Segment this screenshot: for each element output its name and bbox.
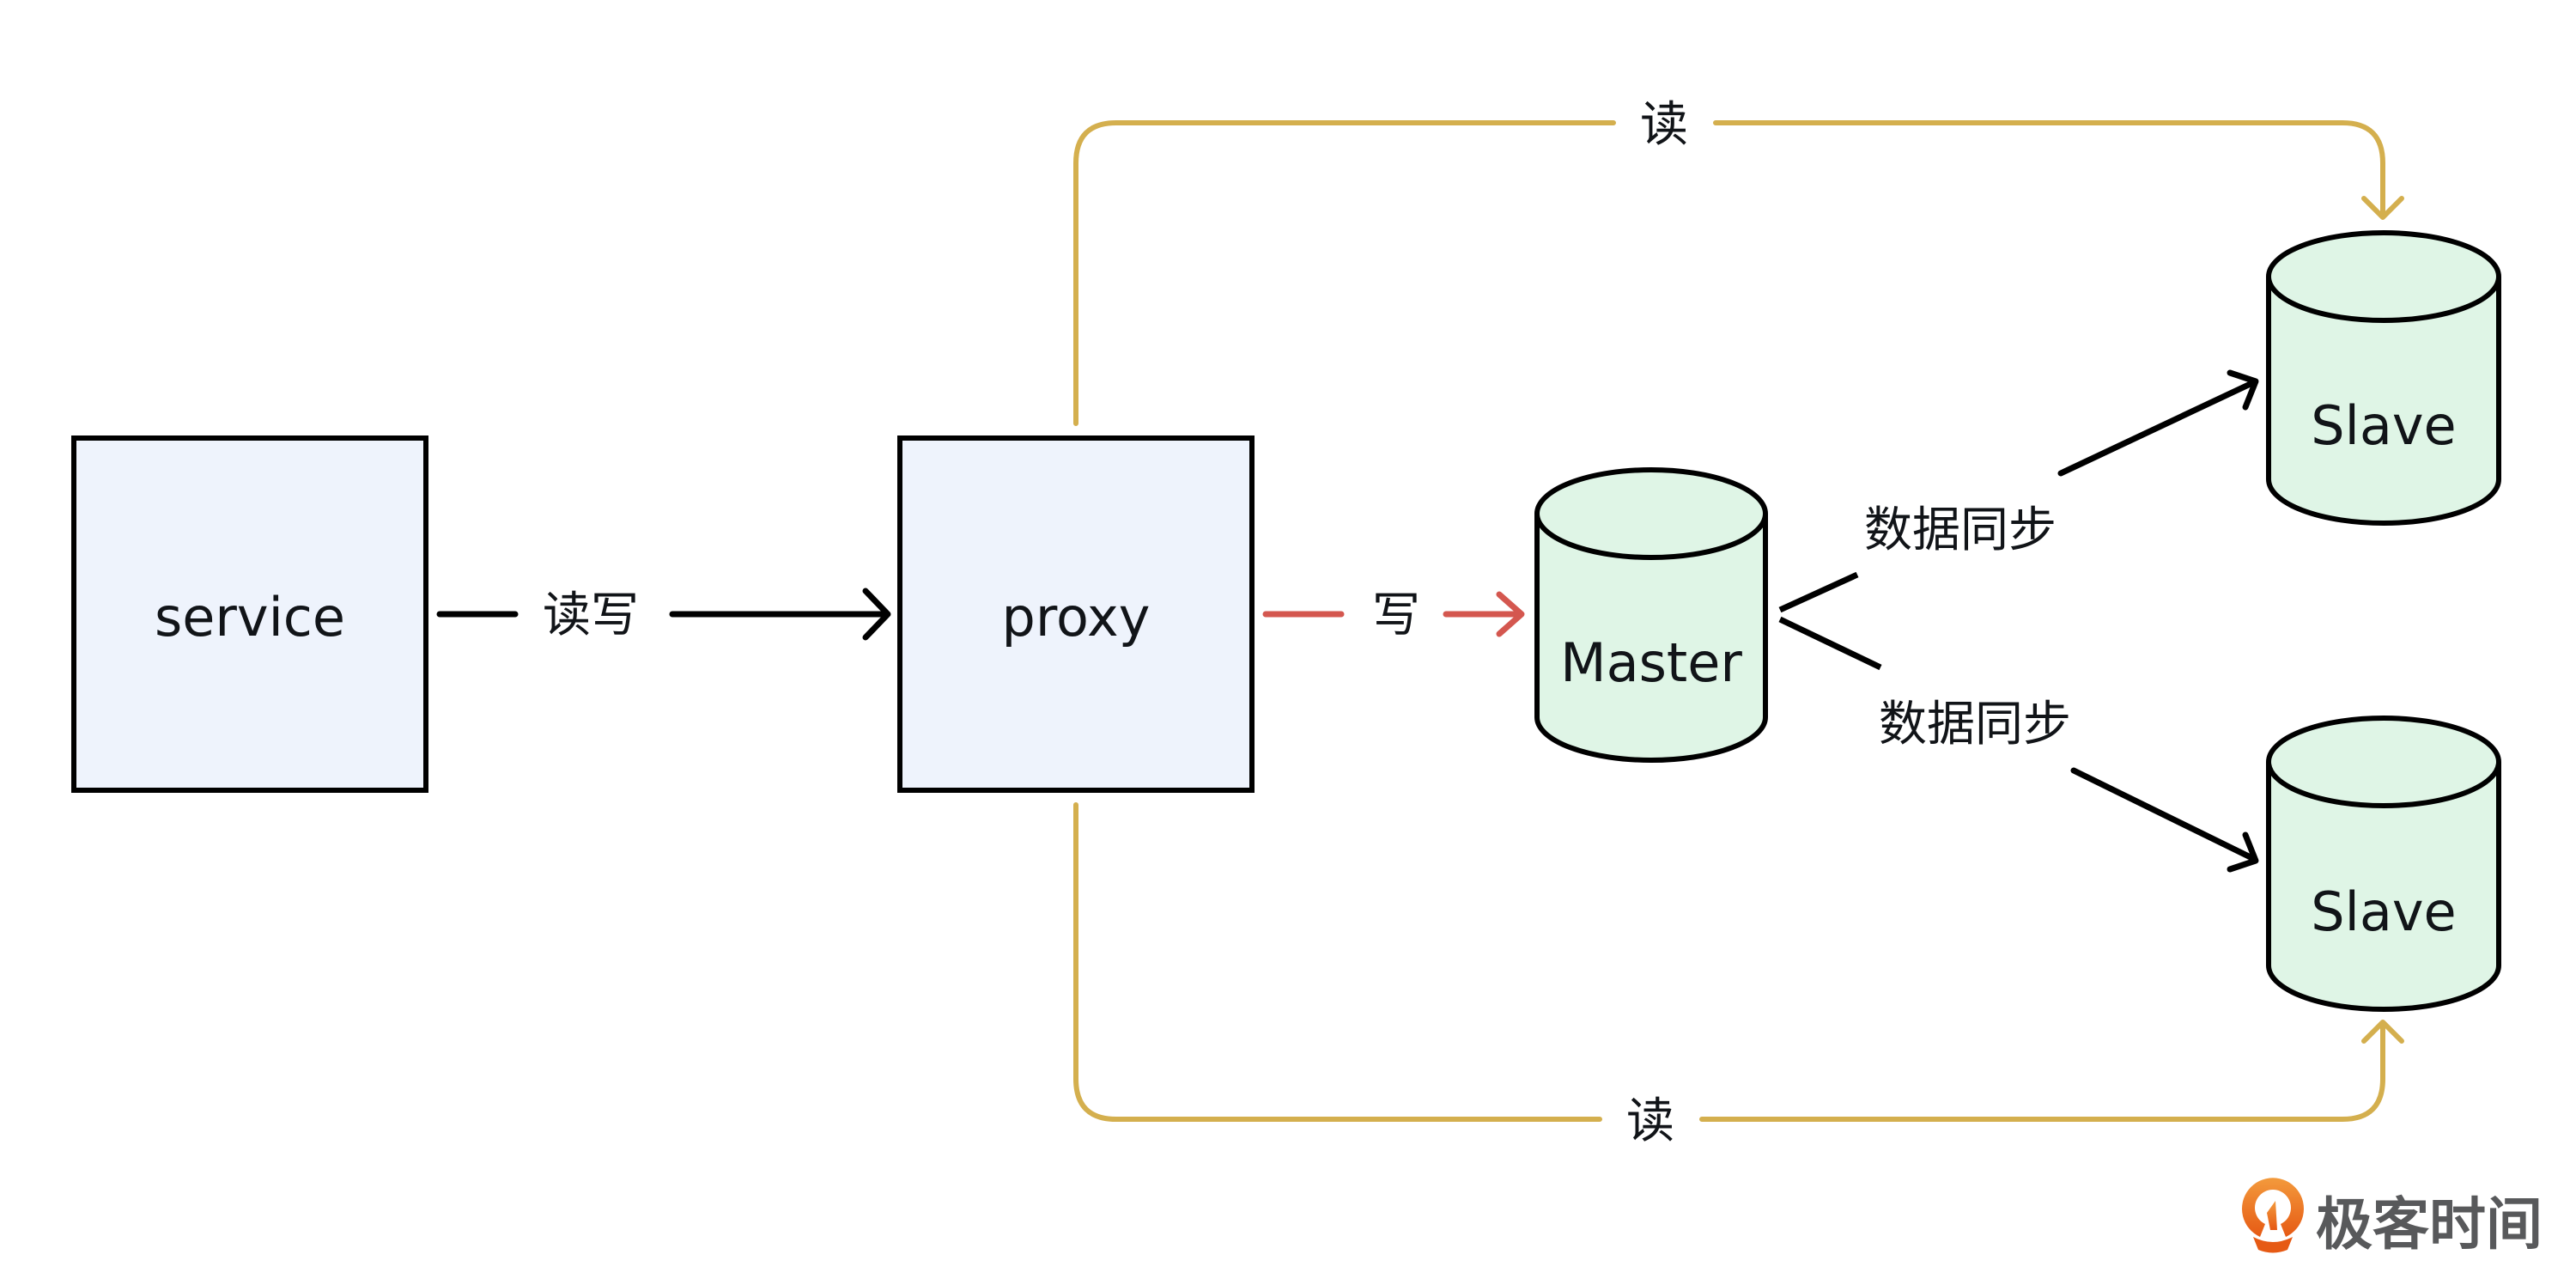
arrowhead-icon (2361, 1020, 2404, 1044)
edge-label-read-top: 读 (1640, 97, 1688, 153)
arrowhead-icon (862, 588, 891, 641)
edge-proxy-master: 写 (1262, 588, 1525, 643)
master-node[interactable]: Master (1534, 467, 1768, 763)
slave-top-cylinder-top (2266, 230, 2501, 323)
service-box (71, 435, 428, 793)
edge-label-sync-bottom: 数据同步 (1879, 697, 2071, 752)
service-label: service (155, 586, 345, 649)
edge-line (1073, 802, 1602, 1122)
edge-master-slave-bottom: 数据同步 (1778, 616, 2259, 873)
arrowhead-icon (2227, 369, 2259, 411)
master-label: Master (1560, 631, 1742, 694)
edge-line (1073, 120, 1616, 426)
proxy-node[interactable]: proxy (897, 435, 1255, 793)
edge-proxy-slave-top: 读 (1073, 97, 2404, 426)
geektime-logo: 极客时间 (2242, 1178, 2543, 1258)
slave-bottom-label: Slave (2311, 880, 2456, 943)
logo-text: 极客时间 (2316, 1191, 2543, 1258)
edge-proxy-slave-bottom: 读 (1073, 802, 2404, 1149)
arrowhead-icon (1496, 591, 1525, 637)
service-node[interactable]: service (71, 435, 428, 793)
edge-label-read-write: 读写 (543, 588, 639, 643)
edge-master-slave-top: 数据同步 (1778, 369, 2259, 613)
edge-label-write: 写 (1372, 588, 1420, 643)
slave-bottom-node[interactable]: Slave (2266, 716, 2501, 1012)
arrowhead-icon (2361, 196, 2404, 220)
master-cylinder-top (1534, 467, 1768, 560)
slave-top-node[interactable]: Slave (2266, 230, 2501, 526)
slave-bottom-cylinder-top (2266, 716, 2501, 808)
edge-line (1778, 571, 1859, 613)
geektime-logo-icon (2242, 1178, 2304, 1253)
edge-line (1778, 616, 1882, 671)
proxy-box (897, 435, 1255, 793)
proxy-label: proxy (1002, 586, 1151, 649)
slave-top-cylinder-body (2266, 277, 2501, 526)
edge-label-sync-top: 数据同步 (1864, 502, 2057, 558)
edge-line (2057, 379, 2257, 477)
edge-label-read-bottom: 读 (1626, 1093, 1674, 1149)
edge-line (1699, 1022, 2385, 1122)
edge-line (1713, 120, 2385, 217)
edge-service-proxy: 读写 (436, 588, 891, 643)
arrowhead-icon (2227, 831, 2259, 873)
slave-bottom-cylinder-body (2266, 762, 2501, 1012)
slave-top-label: Slave (2311, 394, 2456, 457)
master-cylinder-body (1534, 514, 1768, 763)
edge-line (2070, 767, 2257, 862)
